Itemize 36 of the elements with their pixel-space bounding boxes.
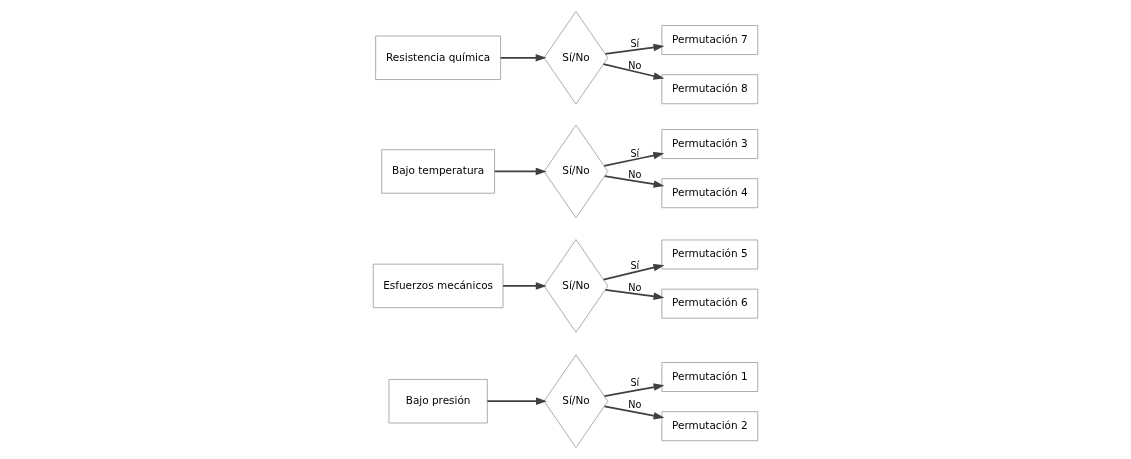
node-box: Bajo temperatura [381,149,495,194]
edge-label: No [628,169,642,181]
node-diamond: Sí/No [543,11,609,105]
arrow [603,383,665,398]
node-box: Permutación 3 [661,129,759,159]
node-box: Esfuerzos mecánicos [372,263,504,309]
arrow [602,263,665,281]
arrow [499,54,547,62]
arrow [603,175,665,188]
node-diamond: Sí/No [543,239,609,333]
node-box: Permutación 1 [661,362,759,392]
node-box: Permutación 7 [661,25,759,55]
arrow [486,397,547,405]
arrow [603,151,665,167]
edge-label: Sí [630,37,640,49]
edge-label: Sí [630,259,640,271]
arrow [604,43,665,55]
node-box: Permutación 8 [661,74,759,105]
arrow [603,405,665,420]
node-diamond: Sí/No [543,354,609,448]
edge-label: No [628,282,642,294]
arrow [502,282,547,290]
node-box: Permutación 6 [661,288,759,319]
edge-label: No [628,399,642,411]
node-box: Bajo presión [388,379,488,424]
edge-label: Sí [630,147,640,159]
node-box: Permutación 4 [661,178,759,209]
node-box: Resistencia química [375,35,501,80]
edge-label: Sí [630,377,640,389]
node-box: Permutación 5 [661,239,759,270]
arrow [604,288,665,300]
edge-label: No [628,59,642,71]
node-diamond: Sí/No [543,124,609,219]
arrow [602,63,665,80]
node-box: Permutación 2 [661,411,759,442]
arrow [493,167,547,176]
